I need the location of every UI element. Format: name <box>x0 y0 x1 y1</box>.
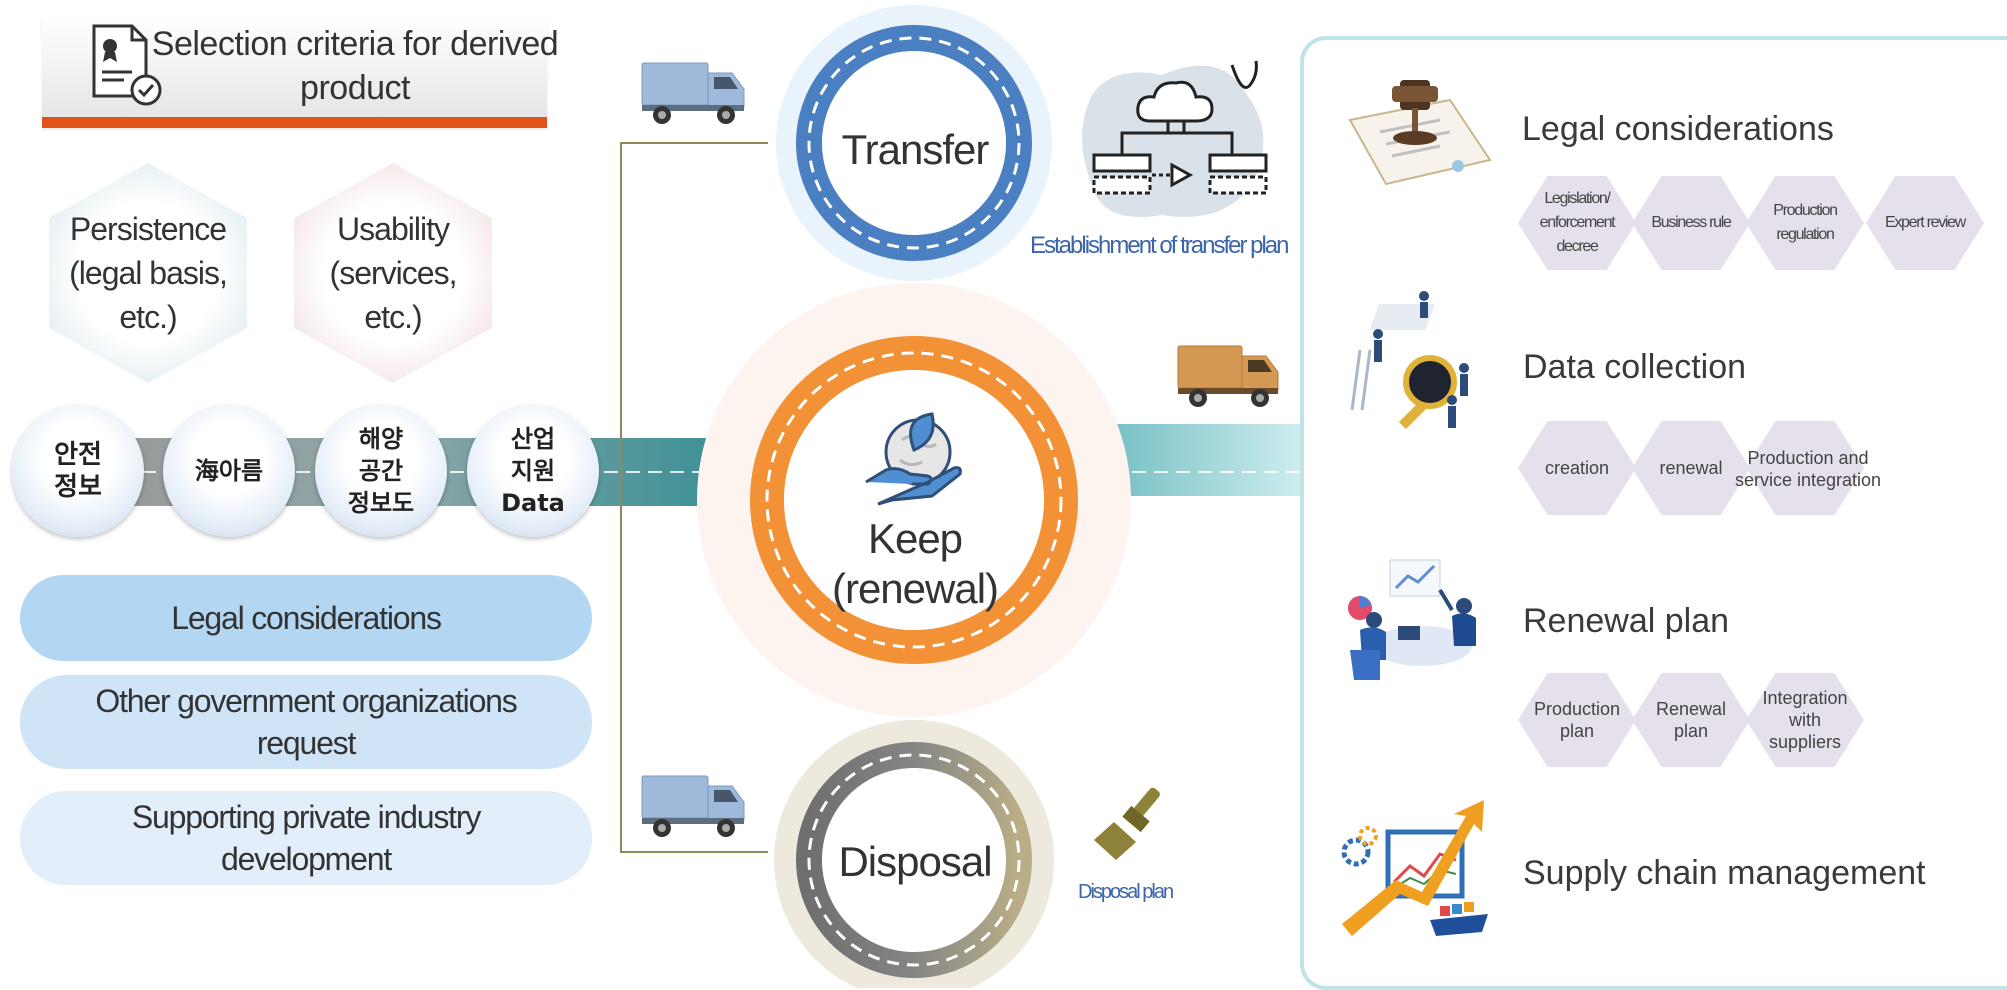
reason-pill: Legal considerations <box>20 575 592 661</box>
panel-item-label: Production regulation <box>1773 202 1838 243</box>
certificate-icon <box>88 22 166 110</box>
reason-label: Supporting private industry development <box>131 799 481 877</box>
panel-item-label: Expert review <box>1884 214 1966 231</box>
truck-icon <box>640 55 750 132</box>
criterion-usability-label: Usability (services, etc.) <box>329 211 458 335</box>
disposal-plan-label: Disposal plan <box>1078 881 1174 903</box>
reason-label: Legal considerations <box>171 600 442 636</box>
panel-item-label: Production plan <box>1533 699 1621 741</box>
section-title: Supply chain management <box>1523 854 1926 892</box>
dataset-bubble: 안전 정보 <box>12 405 144 537</box>
dataset-label: 海아름 <box>194 457 264 485</box>
meeting-icon <box>1340 550 1490 705</box>
magnifier-team-icon <box>1348 290 1488 445</box>
keep-label: Keep (renewal) <box>831 515 999 612</box>
reason-label: Other government organizations request <box>95 683 517 761</box>
paint-brush-icon <box>1092 782 1172 867</box>
section-title: Data collection <box>1523 348 1747 386</box>
supply-chain-icon <box>1336 796 1496 951</box>
panel-item-label: Legislation/ enforcement decree <box>1539 190 1616 255</box>
panel-item-label: Renewal plan <box>1655 699 1727 741</box>
connector-transfer <box>620 142 768 853</box>
transfer-plan-label: Establishment of transfer plan <box>1030 232 1290 259</box>
reason-pill: Supporting private industry development <box>20 791 592 885</box>
transfer-plan-diagram-icon <box>1072 55 1272 230</box>
dataset-bubble: 해양 공간 정보도 <box>315 405 447 537</box>
panel-item-label: Integration with suppliers <box>1762 688 1848 752</box>
truck-icon <box>640 768 750 845</box>
panel-item-label: Business rule <box>1651 214 1731 231</box>
dataset-label: 안전 정보 <box>54 440 102 502</box>
dataset-label: 산업 지원 Data <box>501 425 565 517</box>
eco-hand-icon <box>862 410 966 513</box>
panel-item-label: renewal <box>1659 458 1723 478</box>
truck-icon <box>1176 338 1284 415</box>
header-accent-bar <box>42 117 547 128</box>
panel-item-label: creation <box>1544 458 1610 478</box>
dataset-bubble: 산업 지원 Data <box>467 405 599 537</box>
dataset-label: 해양 공간 정보도 <box>347 425 415 517</box>
criterion-persistence-label: Persistence (legal basis, etc.) <box>69 211 228 335</box>
header-title: Selection criteria for derived product <box>151 25 559 107</box>
reason-pill: Other government organizations request <box>20 675 592 769</box>
dataset-bubble: 海아름 <box>163 405 295 537</box>
panel-item-label: Production and service integration <box>1734 448 1882 490</box>
section-title: Renewal plan <box>1523 602 1730 640</box>
disposal-label: Disposal <box>838 838 992 885</box>
transfer-label: Transfer <box>841 126 990 173</box>
gavel-document-icon <box>1340 70 1495 195</box>
section-title: Legal considerations <box>1522 110 1834 148</box>
